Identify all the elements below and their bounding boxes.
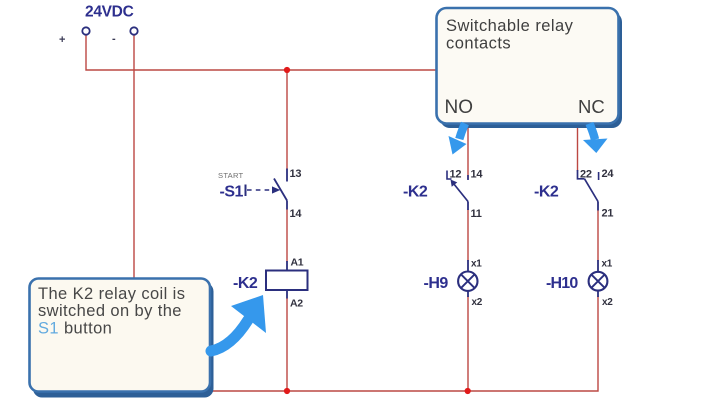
svg-text:A2: A2 [290, 298, 303, 310]
svg-text:Switchable relay: Switchable relay [446, 17, 574, 35]
svg-text:NC: NC [578, 96, 605, 117]
svg-text:+: + [59, 34, 65, 46]
svg-text:x2: x2 [602, 297, 613, 308]
svg-text:The K2 relay coil is: The K2 relay coil is [38, 285, 185, 303]
svg-text:S1 button: S1 button [38, 319, 112, 337]
svg-text:x1: x1 [602, 259, 613, 270]
svg-text:-K2: -K2 [403, 184, 428, 201]
svg-text:13: 13 [290, 168, 302, 180]
svg-text:24: 24 [602, 168, 615, 180]
svg-text:12: 12 [450, 169, 462, 181]
svg-text:11: 11 [471, 208, 482, 220]
svg-text:14: 14 [290, 208, 303, 220]
svg-text:contacts: contacts [446, 34, 511, 52]
svg-text:14: 14 [471, 169, 484, 181]
svg-text:22: 22 [580, 169, 592, 181]
svg-text:x2: x2 [472, 297, 483, 308]
svg-text:24VDC: 24VDC [85, 4, 134, 21]
svg-text:-K2: -K2 [233, 275, 258, 292]
svg-text:-S1: -S1 [220, 184, 244, 201]
svg-text:-H9: -H9 [424, 275, 449, 292]
svg-text:switched on by the: switched on by the [38, 302, 182, 320]
svg-text:21: 21 [602, 208, 614, 220]
svg-text:-: - [112, 33, 116, 45]
svg-text:START: START [218, 171, 244, 180]
svg-text:x1: x1 [471, 259, 482, 270]
svg-text:-K2: -K2 [534, 184, 559, 201]
svg-text:NO: NO [445, 97, 474, 118]
svg-text:-H10: -H10 [546, 275, 578, 292]
svg-text:A1: A1 [291, 257, 304, 269]
